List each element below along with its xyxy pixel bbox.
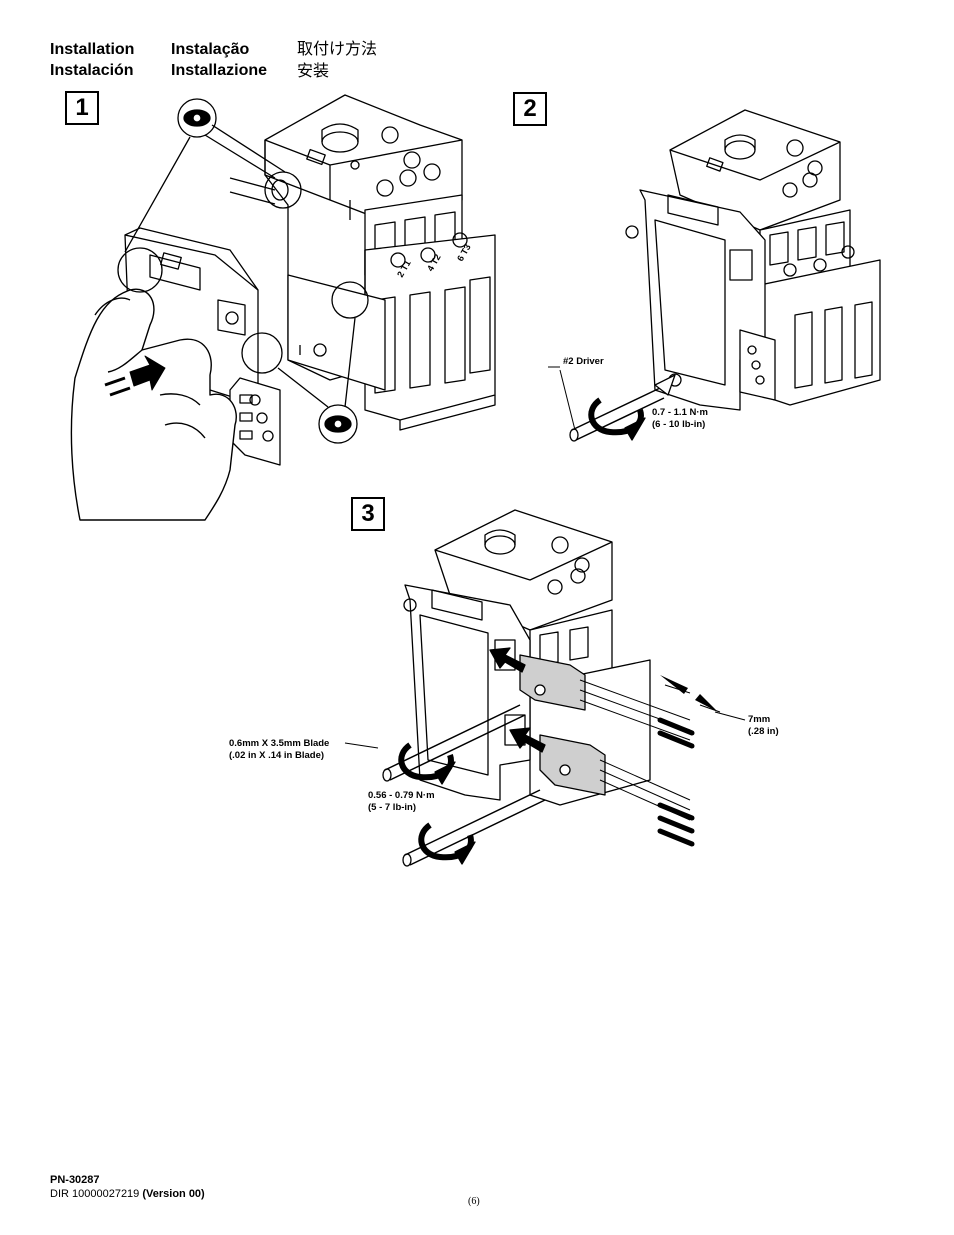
step-3-badge: 3 bbox=[351, 497, 385, 531]
step-2-badge: 2 bbox=[513, 92, 547, 126]
step3-torque-metric: 0.56 - 0.79 N·m bbox=[368, 790, 435, 801]
step3-illustration bbox=[344, 509, 746, 867]
footer-version: (Version 00) bbox=[142, 1188, 205, 1200]
heading-installation-pt: Instalação bbox=[171, 41, 250, 58]
step1-relay-illustration bbox=[229, 94, 496, 431]
footer-dir-line: DIR 10000027219 (Version 00) bbox=[50, 1187, 205, 1201]
footer-part-number: PN-30287 bbox=[50, 1174, 100, 1186]
heading-installation-en: Installation bbox=[50, 41, 135, 58]
step-1-badge: 1 bbox=[65, 91, 99, 125]
step1-eye-callouts bbox=[117, 98, 369, 444]
step1-hand-illustration bbox=[70, 288, 237, 521]
step2-torque-imperial: (6 - 10 lb-in) bbox=[652, 419, 706, 430]
step3-strip-length-imperial: (.28 in) bbox=[748, 726, 779, 737]
heading-installation-cn: 安装 bbox=[297, 61, 330, 80]
step2-torque-metric: 0.7 - 1.1 N·m bbox=[652, 407, 708, 418]
footer-dir-number: DIR 10000027219 bbox=[50, 1188, 140, 1200]
heading-installation-es: Instalación bbox=[50, 62, 134, 79]
step1-push-arrow bbox=[104, 355, 166, 397]
step3-blade-metric: 0.6mm X 3.5mm Blade bbox=[229, 738, 330, 749]
step2-driver-label: #2 Driver bbox=[563, 356, 604, 367]
step3-torque-imperial: (5 - 7 lb-in) bbox=[368, 802, 417, 813]
heading-installation-jp: 取付け方法 bbox=[297, 39, 378, 58]
step2-illustration bbox=[548, 109, 881, 442]
step3-strip-length-metric: 7mm bbox=[748, 714, 771, 725]
heading-installation-it: Installazione bbox=[171, 62, 268, 79]
page-number: (6) bbox=[468, 1196, 480, 1207]
step3-blade-imperial: (.02 in X .14 in Blade) bbox=[229, 750, 325, 761]
